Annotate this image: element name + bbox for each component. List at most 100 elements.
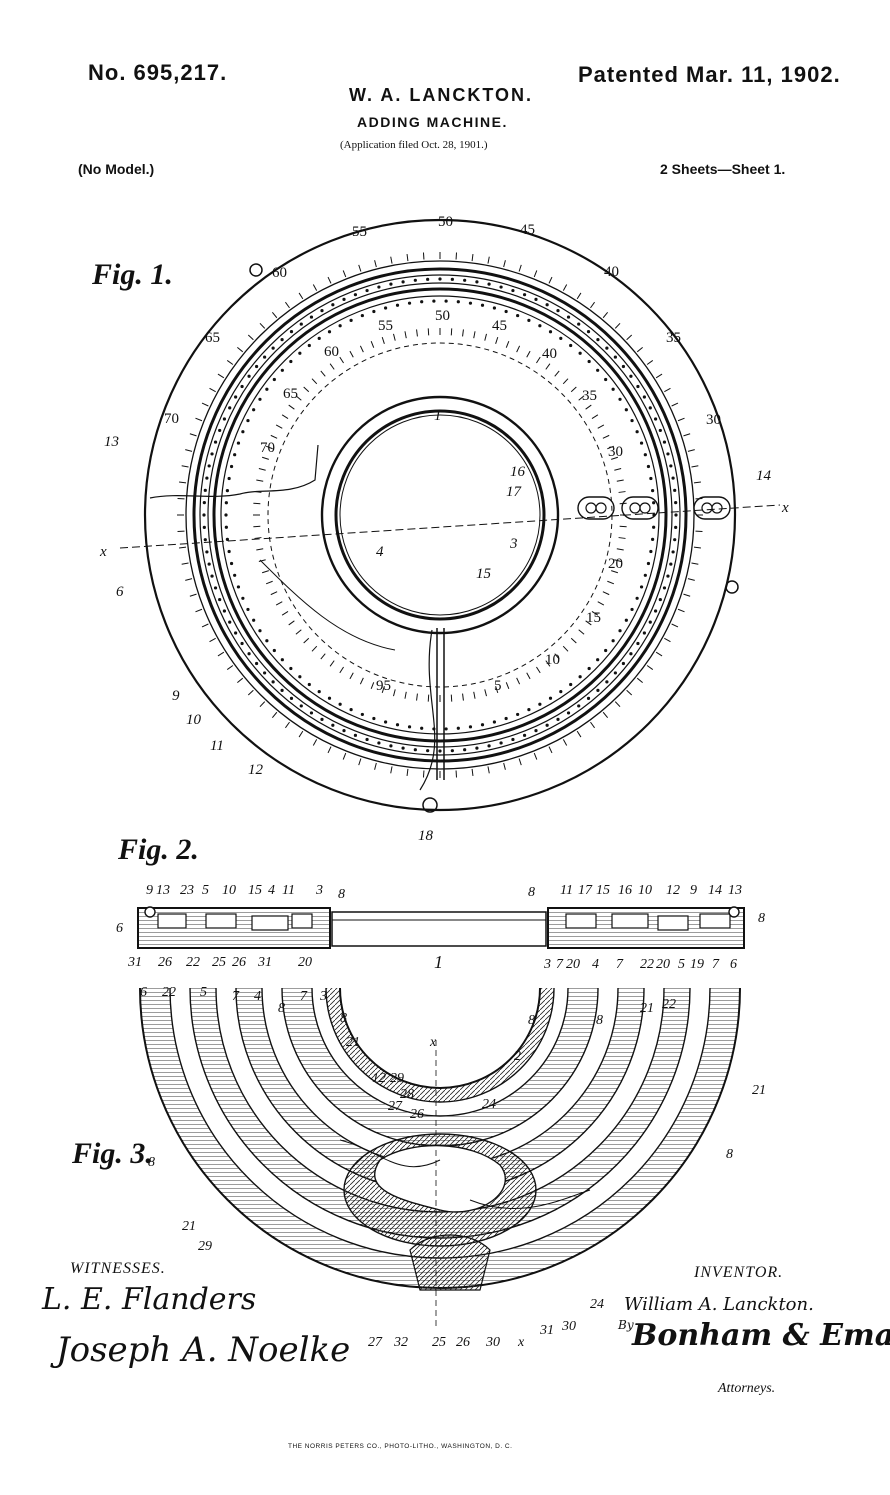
ref-15: 15 [476, 566, 492, 582]
svg-text:8: 8 [758, 911, 765, 926]
outer-label-30: 30 [706, 412, 721, 428]
svg-text:27: 27 [388, 1099, 403, 1114]
ref-17: 17 [506, 484, 523, 500]
attorney-signature: Bonham & Emal [632, 1318, 890, 1353]
fig1-label: Fig. 1. [92, 258, 173, 291]
application-filed-date: (Application filed Oct. 28, 1901.) [340, 139, 488, 151]
ref-3: 3 [509, 536, 518, 552]
svg-text:31: 31 [539, 1323, 554, 1338]
witness-signature-1: L. E. Flanders [42, 1282, 257, 1317]
svg-text:4: 4 [268, 883, 275, 898]
fig3-reference-numerals: 6 22 5 7 4 8 7 3 8 x 8 8 21 22 21 21 2 1… [140, 985, 766, 1350]
fig2-label: Fig. 2. [118, 833, 199, 866]
dial-hub-outer [320, 395, 560, 635]
inner-label-70: 70 [260, 440, 275, 456]
svg-text:9: 9 [690, 883, 697, 898]
svg-text:32: 32 [393, 1335, 408, 1350]
svg-text:24: 24 [590, 1297, 604, 1312]
svg-text:24: 24 [482, 1097, 496, 1112]
svg-text:31: 31 [257, 955, 272, 970]
svg-text:25: 25 [432, 1335, 446, 1350]
svg-text:8: 8 [596, 1013, 603, 1028]
svg-text:6: 6 [116, 921, 123, 936]
dial-ring-3 [199, 274, 681, 756]
dial-ring-6 [220, 295, 660, 735]
screw-top-left [249, 263, 263, 277]
svg-text:7: 7 [712, 957, 720, 972]
inner-label-60: 60 [324, 344, 339, 360]
svg-text:30: 30 [561, 1319, 576, 1334]
inner-label-35: 35 [582, 388, 597, 404]
svg-text:8: 8 [340, 1011, 347, 1026]
section-x-left: x [99, 544, 107, 560]
key-17 [577, 496, 615, 520]
svg-text:26: 26 [158, 955, 172, 970]
svg-text:15: 15 [596, 883, 610, 898]
patent-number: No. 695,217. [88, 60, 228, 85]
svg-text:22: 22 [186, 955, 200, 970]
svg-text:8: 8 [726, 1147, 733, 1162]
witnesses-label: WITNESSES. [70, 1260, 166, 1277]
svg-text:26: 26 [410, 1107, 424, 1122]
patent-date: Patented Mar. 11, 1902. [578, 62, 841, 87]
svg-text:20: 20 [298, 955, 312, 970]
outer-label-45: 45 [520, 222, 535, 238]
svg-text:21: 21 [640, 1001, 654, 1016]
inner-label-20: 20 [608, 556, 623, 572]
invention-title: ADDING MACHINE. [357, 114, 508, 130]
inventor-signature: William A. Lanckton. [624, 1294, 814, 1315]
outer-label-40: 40 [604, 264, 619, 280]
dial-ring-5 [212, 287, 668, 743]
svg-text:3: 3 [315, 883, 323, 898]
printer-note: THE NORRIS PETERS CO., PHOTO-LITHO., WAS… [288, 1443, 513, 1450]
svg-text:30: 30 [485, 1335, 500, 1350]
witness-signature-2: Joseph A. Noelke [56, 1330, 351, 1370]
svg-text:22: 22 [162, 985, 176, 1000]
ref-16: 16 [510, 464, 526, 480]
svg-text:3: 3 [319, 989, 327, 1004]
svg-text:25: 25 [212, 955, 226, 970]
ref-1: 1 [434, 408, 442, 424]
dial-hub-bore [339, 414, 541, 616]
dial-scale-labels: 50 55 60 65 70 45 40 35 30 50 55 60 65 7… [99, 214, 789, 694]
svg-text:12: 12 [666, 883, 680, 898]
inner-label-65: 65 [283, 386, 298, 402]
svg-text:1: 1 [434, 952, 443, 972]
svg-text:13: 13 [156, 883, 170, 898]
dial-hub-inner [334, 409, 546, 621]
inner-label-15: 15 [586, 610, 601, 626]
svg-text:10: 10 [638, 883, 652, 898]
svg-text:8: 8 [528, 885, 535, 900]
inner-label-5: 5 [494, 678, 502, 694]
attorneys-label: Attorneys. [718, 1381, 776, 1396]
svg-text:4: 4 [254, 989, 261, 1004]
slot-18 [436, 628, 445, 780]
outer-label-50: 50 [438, 214, 453, 230]
svg-text:17: 17 [578, 883, 593, 898]
outer-label-55: 55 [352, 224, 367, 240]
dial-dot-ring-inner [224, 299, 656, 731]
dial-outer-rim [143, 218, 737, 812]
svg-text:x: x [517, 1335, 525, 1350]
svg-text:6: 6 [730, 957, 737, 972]
fig1-reference-numerals: 1 3 4 6 9 10 11 12 13 14 15 16 17 18 [104, 408, 772, 844]
svg-text:4: 4 [592, 957, 599, 972]
svg-text:31: 31 [127, 955, 142, 970]
svg-text:22: 22 [662, 997, 676, 1012]
inventor-name: W. A. LANCKTON. [349, 85, 533, 105]
outer-label-60: 60 [272, 265, 287, 281]
svg-text:29: 29 [198, 1239, 212, 1254]
sheet-count: 2 Sheets—Sheet 1. [660, 161, 786, 177]
inner-label-30: 30 [608, 444, 623, 460]
outer-label-65: 65 [205, 330, 220, 346]
svg-text:16: 16 [618, 883, 632, 898]
dial-dashed-ring [267, 342, 613, 688]
inner-label-45: 45 [492, 318, 507, 334]
svg-text:22: 22 [640, 957, 654, 972]
inventor-label: INVENTOR. [694, 1264, 784, 1281]
svg-text:11: 11 [282, 883, 295, 898]
fig3-half-plan [139, 987, 741, 1330]
key-16 [621, 496, 659, 520]
inner-label-95: 95 [376, 678, 391, 694]
